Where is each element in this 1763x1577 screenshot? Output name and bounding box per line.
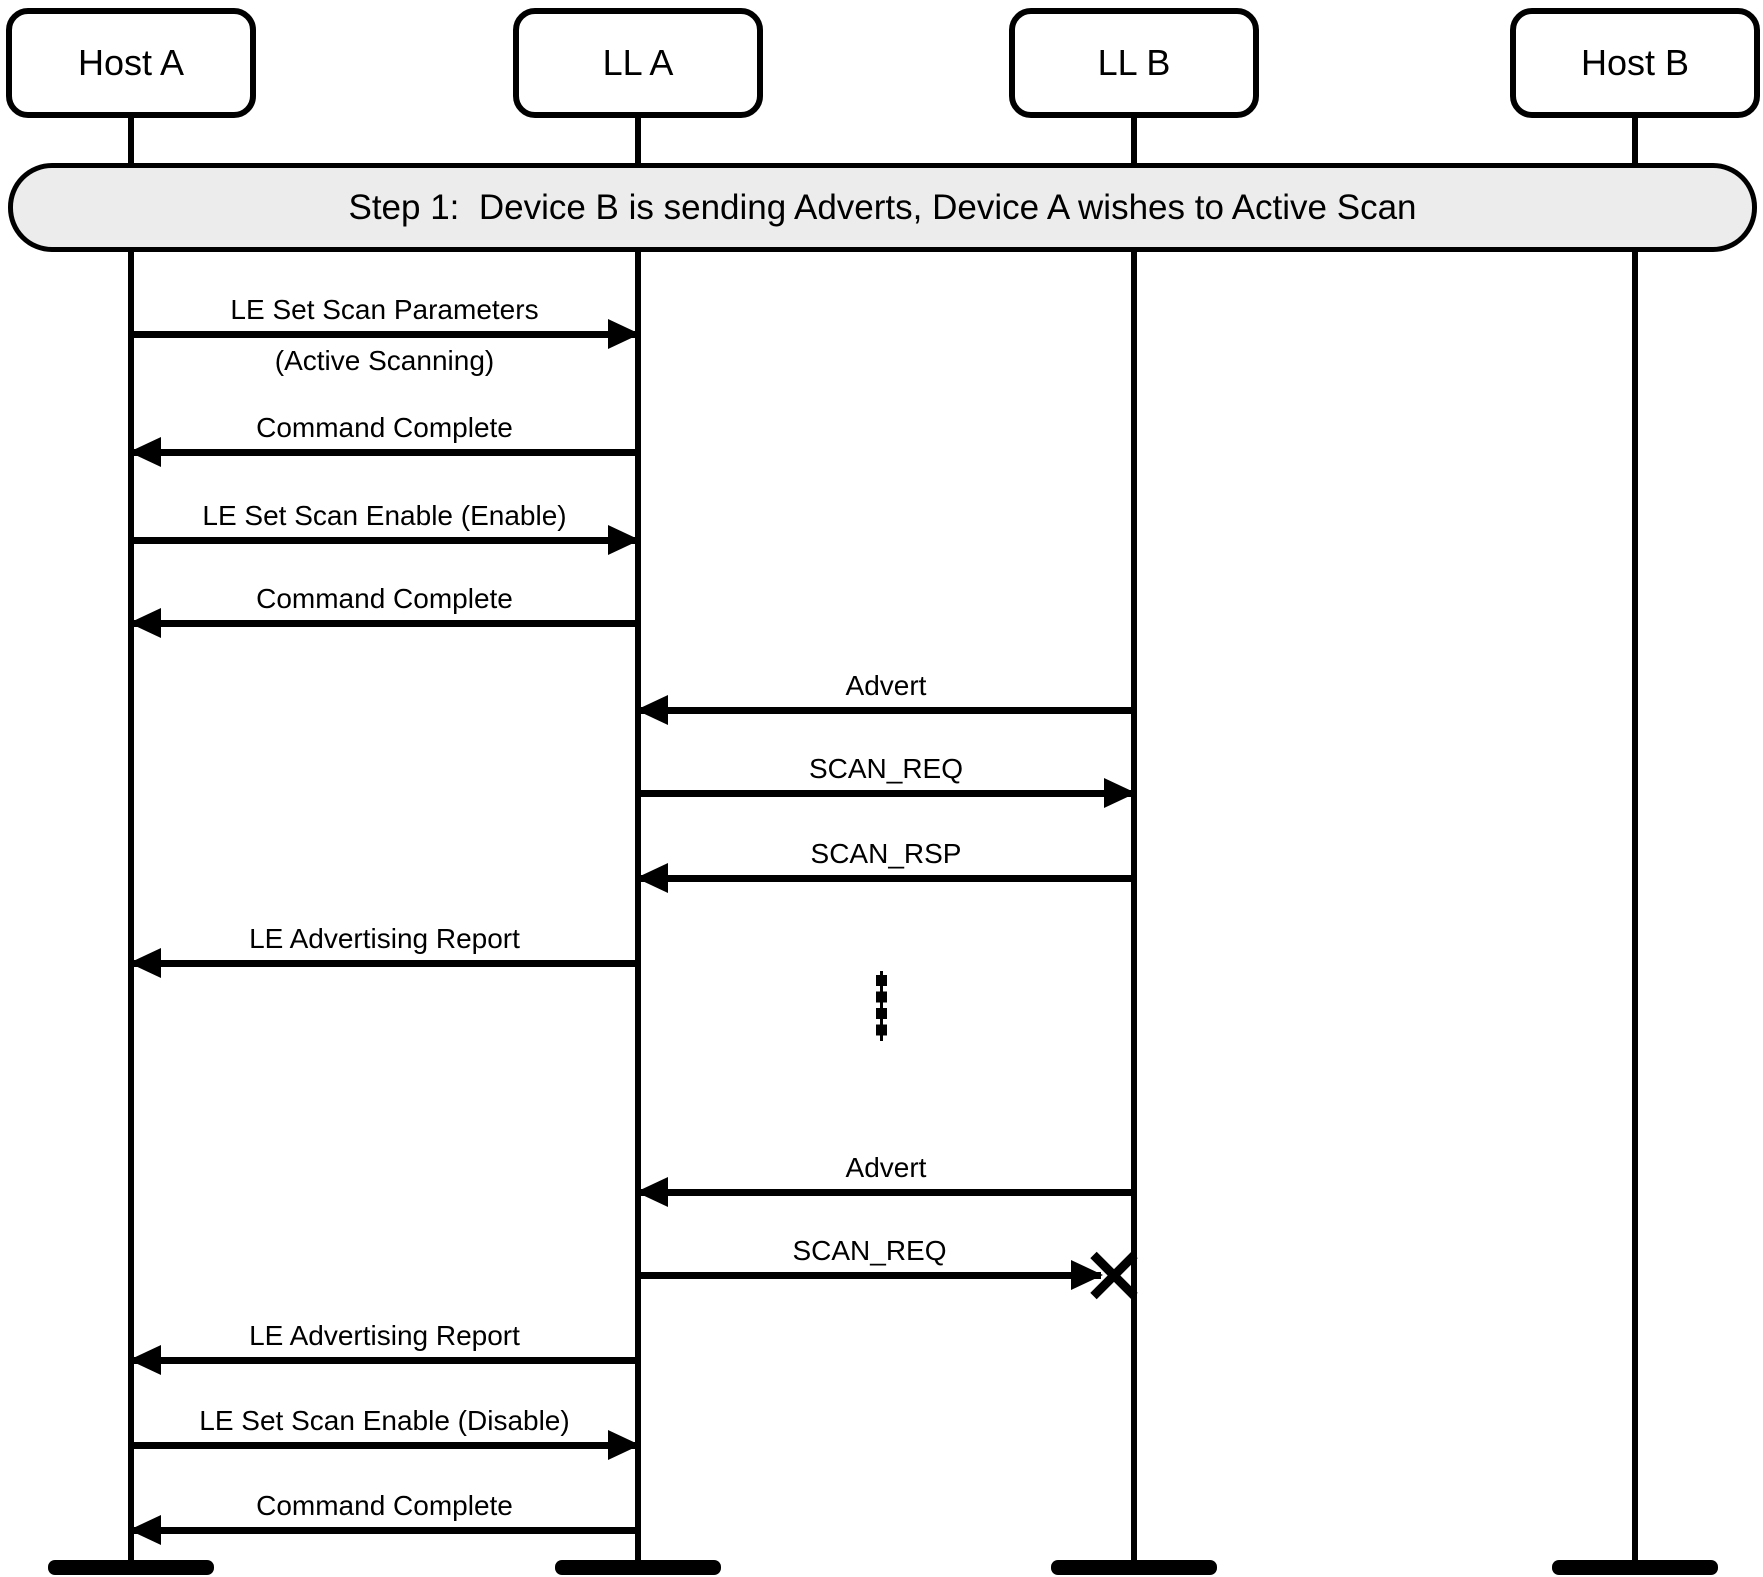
arrowhead-icon	[129, 437, 161, 467]
message-label: LE Set Scan Enable (Disable)	[199, 1405, 570, 1436]
arrowhead-icon	[636, 863, 668, 893]
arrowhead-icon	[129, 1345, 161, 1375]
actor-box-ll-b: LL B	[1009, 8, 1259, 118]
message-line	[131, 449, 638, 456]
arrowhead-icon	[1104, 778, 1136, 808]
message-line	[131, 960, 638, 967]
lifeline-end-bar-ll-b	[1051, 1560, 1217, 1575]
lifeline-host-b	[1632, 117, 1638, 1566]
message-label: Command Complete	[256, 583, 513, 614]
message-line	[638, 707, 1134, 714]
message-line	[131, 331, 638, 338]
message-line	[131, 620, 638, 627]
ellipsis-dashes	[876, 975, 887, 1037]
message-line	[638, 1189, 1134, 1196]
message-label: SCAN_REQ	[808, 753, 964, 784]
message-line	[131, 1527, 638, 1534]
lifeline-end-bar-host-a	[48, 1560, 214, 1575]
message-line	[638, 1272, 1101, 1279]
message-label: LE Advertising Report	[249, 923, 520, 954]
actor-label-ll-b: LL B	[1097, 42, 1171, 83]
arrowhead-icon	[129, 1515, 161, 1545]
message-label: SCAN_REQ	[792, 1235, 947, 1266]
message-line	[131, 1442, 638, 1449]
lifeline-end-bar-ll-a	[555, 1560, 721, 1575]
actor-label-host-b: Host B	[1580, 42, 1690, 83]
actor-box-host-b: Host B	[1510, 8, 1760, 118]
actor-label-host-a: Host A	[77, 42, 185, 83]
message-line	[131, 1357, 638, 1364]
lifeline-ll-b	[1131, 117, 1137, 1566]
arrowhead-icon	[636, 695, 668, 725]
arrowhead-icon	[608, 319, 640, 349]
arrowhead-icon	[608, 525, 640, 555]
message-line	[638, 875, 1134, 882]
message-label: SCAN_RSP	[810, 838, 962, 869]
lifeline-host-a	[128, 117, 134, 1566]
message-sublabel: (Active Scanning)	[274, 345, 495, 376]
lost-message-x-icon	[1090, 1251, 1138, 1300]
message-label: LE Set Scan Enable (Enable)	[202, 500, 567, 531]
message-label: Command Complete	[256, 412, 513, 443]
lifeline-ll-a	[635, 117, 641, 1566]
actor-box-host-a: Host A	[6, 8, 256, 118]
arrowhead-icon	[636, 1177, 668, 1207]
arrowhead-icon	[608, 1430, 640, 1460]
lifeline-end-bar-host-b	[1552, 1560, 1718, 1575]
message-line	[638, 790, 1134, 797]
actor-label-ll-a: LL A	[602, 42, 674, 83]
message-label: Command Complete	[256, 1490, 513, 1521]
message-label: LE Set Scan Parameters	[230, 294, 539, 325]
arrowhead-icon	[129, 948, 161, 978]
step-banner: Step 1: Device B is sending Adverts, Dev…	[8, 163, 1757, 252]
actor-box-ll-a: LL A	[513, 8, 763, 118]
message-line	[131, 537, 638, 544]
message-label: LE Advertising Report	[249, 1320, 520, 1351]
message-label: Advert	[845, 1152, 927, 1183]
continuation-ellipsis	[876, 971, 887, 1041]
arrowhead-icon	[129, 608, 161, 638]
message-label: Advert	[845, 670, 927, 701]
